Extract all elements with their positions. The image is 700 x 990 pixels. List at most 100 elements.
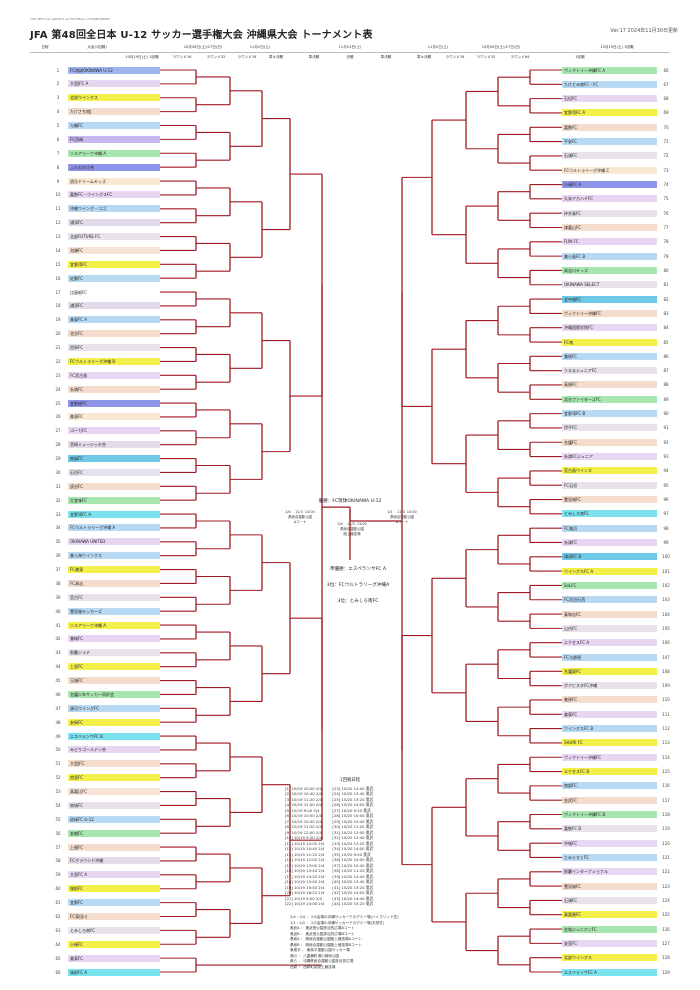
team-number: 91 [663,425,669,431]
team-row: FC美東 [68,566,160,574]
team-row: 真喜屋FC [562,911,657,919]
schedule-row: [7] 10/19 10:40 2/4 [285,818,322,824]
team-row: 小禄FC [68,940,160,948]
team-row: 読谷FC [68,482,160,490]
team-number: 86 [663,353,669,359]
version-label: Ver.17 2024年11月30日更新 [610,28,678,34]
team-number: 108 [662,668,670,674]
team-number: 125 [662,912,670,918]
team-number: 33 [55,511,61,517]
schedule-row: [13] 10/19 11:20 2/4 [285,851,325,857]
schedule-row: [44] 10/20 15:20 奥武 [332,901,374,906]
team-row: 北部ウイングス [68,94,160,102]
team-number: 53 [55,789,61,795]
schedule-row: [33] 10/20 13:20 奥武 [332,840,374,846]
third-place-2: 3位：とみしろ南FC [337,599,379,604]
team-row: 糸満FC [68,385,160,393]
team-number: 110 [662,697,670,703]
team-row: 佐敷FC [68,274,160,282]
team-row: 浦添FC B [562,553,657,561]
team-number: 67 [663,81,669,87]
team-number: 111 [662,711,670,717]
team-number: 80 [663,267,669,273]
team-number: 94 [663,468,669,474]
team-row: 具志川キッズ [562,266,657,274]
team-number: 5 [56,123,60,128]
team-row: 石垣FC [68,468,160,476]
team-number: 81 [663,282,669,288]
team-row: 源河ウイングFC [68,704,160,712]
team-number: 109 [662,683,670,689]
team-row: 北部FUTURE FC [68,233,160,241]
team-row: エスペランサFC A [562,968,657,976]
legend-row: 県総B ： 県総合運動公園陸上競技場Bコート [290,942,362,947]
team-row: 名護東FC [562,667,657,675]
team-number: 70 [663,124,669,130]
team-row: 伊平FC [562,424,657,432]
team-number: 129 [662,969,670,975]
header-divider [30,52,670,53]
legend-row: 県総A ： 県総合運動公園陸上競技場Aコート [290,937,362,941]
venue-legend: 2/4・2/4 ： 2/4会場の沖縄サッカーアカデミー場(ハイブリッド芝)1/1… [290,915,450,970]
team-row: 美東FC [68,954,160,962]
team-number: 66 [55,969,61,975]
schedule-row: [22] 10/19 10:00 2/4 [285,901,325,906]
team-number: 55 [55,816,61,822]
team-row: とみしろ南FC [68,926,160,934]
team-row: 仲井真FC [562,209,657,217]
team-number: 15 [55,261,61,267]
team-number: 39 [55,594,61,600]
schedule-row: [37] 10/20 10:40 奥武 [332,862,374,868]
team-number: 52 [55,775,61,781]
team-row: エクセスFC A [562,639,657,647]
team-number: 43 [55,650,61,656]
legend-row: 西原 ： 西原町民陸上競技場 [290,964,336,969]
team-number: 14 [55,247,61,253]
schedule-row: [32] 10/20 12:40 奥武 [332,835,374,840]
team-row: 南城FC [68,801,160,809]
team-number: 19 [55,317,61,323]
team-number: 22 [55,358,61,364]
team-row: 石垣FC [562,95,657,103]
team-number: 65 [55,955,61,961]
team-number: 113 [662,740,670,746]
team-number: 101 [662,568,670,574]
team-number: 87 [663,368,669,374]
col-header-right-r32a: ラウンド32 [476,55,496,59]
col-header-left-r16c: ラウンド16 [237,55,257,59]
team-number: 45 [55,678,61,684]
team-number: 6 [56,136,60,142]
team-number: 25 [55,400,61,406]
team-number: 59 [55,872,61,878]
third-place-1: 3位：FCウルトラリーグ沖縄A [326,583,390,588]
team-number: 50 [55,747,61,753]
team-row: ボアビスタFC沖縄 [562,682,657,690]
schedule-row: [8] 10/19 11:20 2/4 [285,824,322,829]
round1-schedule: 1回戦日程 [1] 10/19 10:00 2/4[2] 10/19 10:40… [285,778,415,907]
team-row: ソルアリーナ沖縄 A [68,621,160,629]
team-number: 61 [55,900,61,906]
legend-row: 東風平 ： 東風平運動公園サッカー場 [290,948,350,952]
team-number: 98 [663,525,669,531]
col-header-center: 11月23日(土) [338,45,362,49]
team-number: 100 [662,554,670,560]
team-row: 沖縄ウイング・ゴゴ [68,205,160,213]
team-row: 大里FC A [68,871,160,879]
team-number: 116 [662,783,670,789]
team-number: 63 [55,927,61,933]
team-row: 琉球FC U-12 [68,815,160,823]
team-row: うるまジュニアFC [562,367,657,375]
semi-right-venue: 1/1 11/3 13:00 県総合運動公園 Bコート [387,510,417,524]
team-row: 嘉数FC [562,123,657,131]
team-number: 85 [663,339,669,345]
team-number: 88 [663,382,669,388]
team-row: ヴィクトリー沖縄FC B [562,811,657,818]
team-number: 49 [55,733,61,739]
schedule-row: [11] 10/19 10:00 2/4 [285,840,325,846]
team-row: 北谷FC [68,330,160,338]
schedule-row: [30] 10/20 11:20 奥武 [332,824,374,829]
schedule-row: [42] 10/20 14:00 奥武 [332,890,374,895]
team-number: 62 [55,913,61,919]
team-number: 48 [55,719,61,725]
col-header-left-schedule: 日程 [41,45,49,49]
